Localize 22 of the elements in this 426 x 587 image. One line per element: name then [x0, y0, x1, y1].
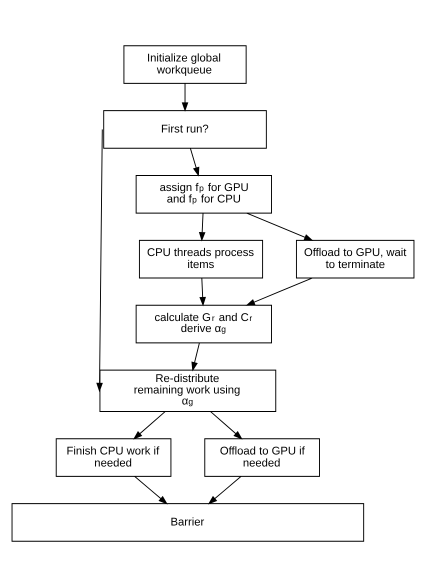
arrow — [190, 148, 200, 177]
arrow — [182, 82, 188, 112]
node-box: First run? — [103, 110, 267, 149]
node-box: Barrier — [12, 503, 364, 542]
arrow — [210, 411, 243, 440]
node-box: Initialize global workqueue — [123, 45, 247, 84]
arrow — [199, 278, 206, 306]
node-box: Finish CPU work if needed — [56, 438, 172, 477]
node-box: assign fp for GPU and fp for CPU — [136, 175, 272, 214]
node-box: CPU threads process items — [138, 240, 264, 278]
arrow — [96, 128, 103, 392]
node-box: Re-distribute remaining work using αg — [99, 370, 276, 412]
node-box: Offload to GPU, wait to terminate — [296, 240, 414, 278]
arrow — [246, 278, 313, 306]
arrow — [191, 342, 200, 372]
arrow — [246, 212, 314, 241]
arrow — [133, 411, 166, 440]
node-box: Offload to GPU if needed — [204, 438, 320, 477]
arrow — [198, 212, 206, 242]
node-box: calculate Gr and Cr derive αg — [136, 304, 272, 344]
arrow — [134, 476, 168, 504]
arrow — [208, 476, 242, 504]
